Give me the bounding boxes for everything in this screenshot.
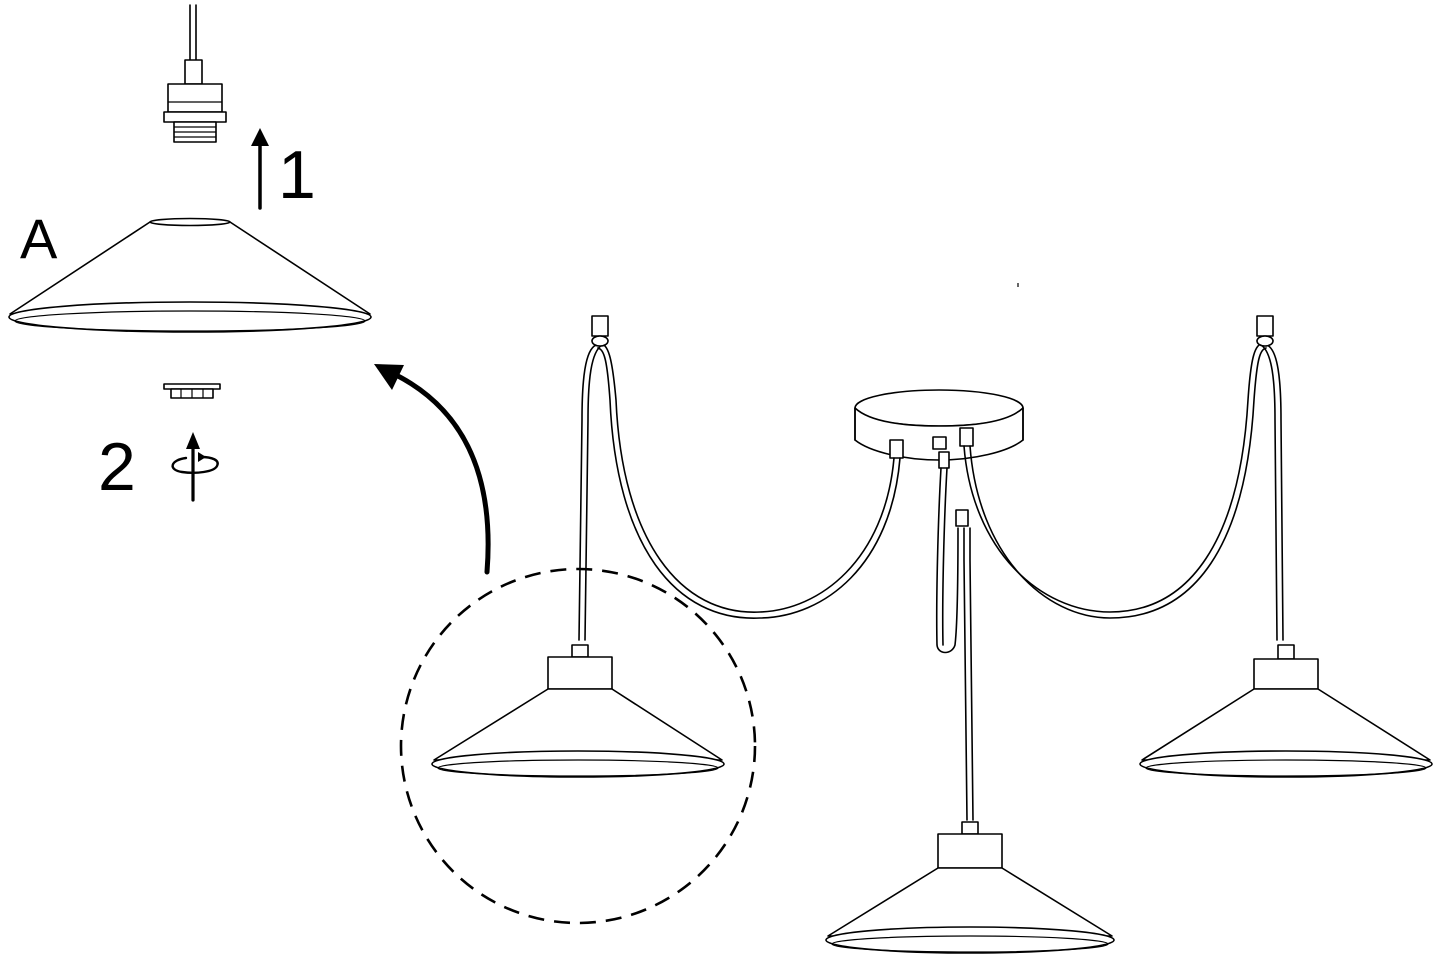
lamp-socket [163, 4, 227, 143]
part-a-label: A [20, 207, 58, 270]
curved-arrow-icon [374, 364, 491, 575]
step-1-label: 1 [278, 137, 316, 213]
lampshade-a [8, 217, 372, 333]
ceiling-canopy [854, 389, 1024, 469]
cable-left [578, 315, 901, 641]
highlight-circle [399, 567, 757, 925]
step-2-label: 2 [98, 429, 136, 505]
detail-view: 1 A 2 [8, 4, 491, 575]
retaining-ring [163, 383, 221, 399]
pendant-lamp-center [825, 821, 1115, 954]
pendant-lamp-right [1139, 644, 1433, 778]
arrow-up-icon [251, 128, 269, 210]
cable-center [935, 467, 974, 821]
pendant-lamp-left [431, 644, 725, 778]
pendant-fixture [399, 283, 1433, 954]
cable-right [963, 315, 1284, 641]
rotate-unscrew-icon [171, 432, 219, 502]
